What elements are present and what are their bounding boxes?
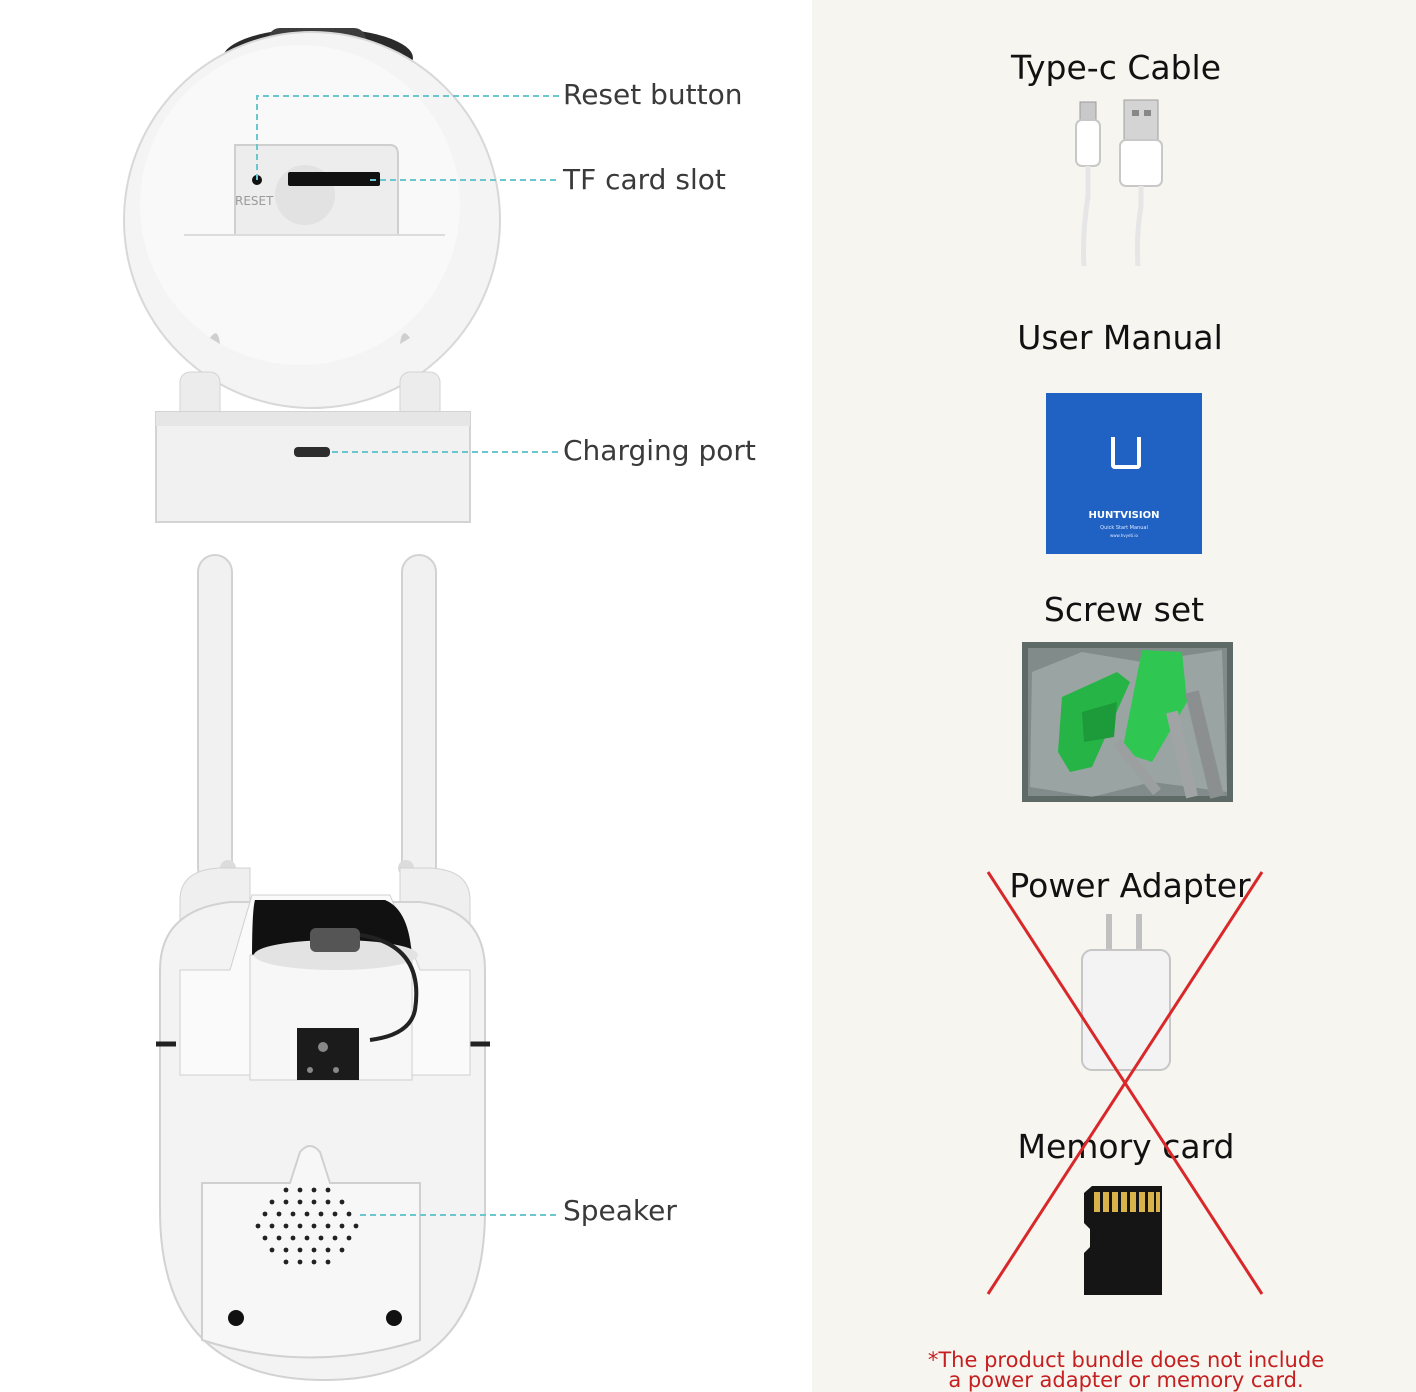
brand-logo-icon xyxy=(1111,437,1141,469)
bundle-note-line-1: *The product bundle does not include xyxy=(927,1348,1325,1372)
type-c-cable-icon xyxy=(1075,99,1163,267)
power-adapter-icon xyxy=(1081,914,1171,1071)
manual-subtitle: Quick Start Manual xyxy=(1100,525,1148,531)
leader-lines-top xyxy=(256,95,560,453)
reset-engraving: RESET xyxy=(235,194,274,208)
reset-button-label: Reset button xyxy=(563,78,743,111)
charging-port-label: Charging port xyxy=(563,434,756,467)
item-title-memory-card: Memory card xyxy=(1017,1127,1235,1166)
not-included-cross-icon xyxy=(986,871,1264,1295)
product-diagram-panel: RESET Reset button TF card slot Charging… xyxy=(123,28,756,1382)
item-title-type-c-cable: Type-c Cable xyxy=(1010,48,1222,87)
camera-back-view: RESET xyxy=(123,28,501,523)
manual-brand: HUNTVISION xyxy=(1088,510,1160,521)
screw-set-image xyxy=(1022,642,1233,802)
camera-antenna-view xyxy=(156,554,490,1382)
item-title-power-adapter: Power Adapter xyxy=(1009,866,1251,905)
manual-url: www.hvyeti.io xyxy=(1110,533,1138,538)
item-title-user-manual: User Manual xyxy=(1017,318,1223,357)
bundle-note: *The product bundle does not include a p… xyxy=(866,1348,1386,1392)
memory-card-icon xyxy=(1084,1186,1162,1295)
bundle-note-line-2: a power adapter or memory card. xyxy=(948,1368,1304,1392)
speaker-label: Speaker xyxy=(563,1194,677,1227)
tf-card-slot-label: TF card slot xyxy=(563,163,726,196)
item-title-screw-set: Screw set xyxy=(1043,590,1205,629)
leader-line-speaker xyxy=(360,1214,560,1216)
user-manual-image: HUNTVISION Quick Start Manual www.hvyeti… xyxy=(1046,393,1202,554)
